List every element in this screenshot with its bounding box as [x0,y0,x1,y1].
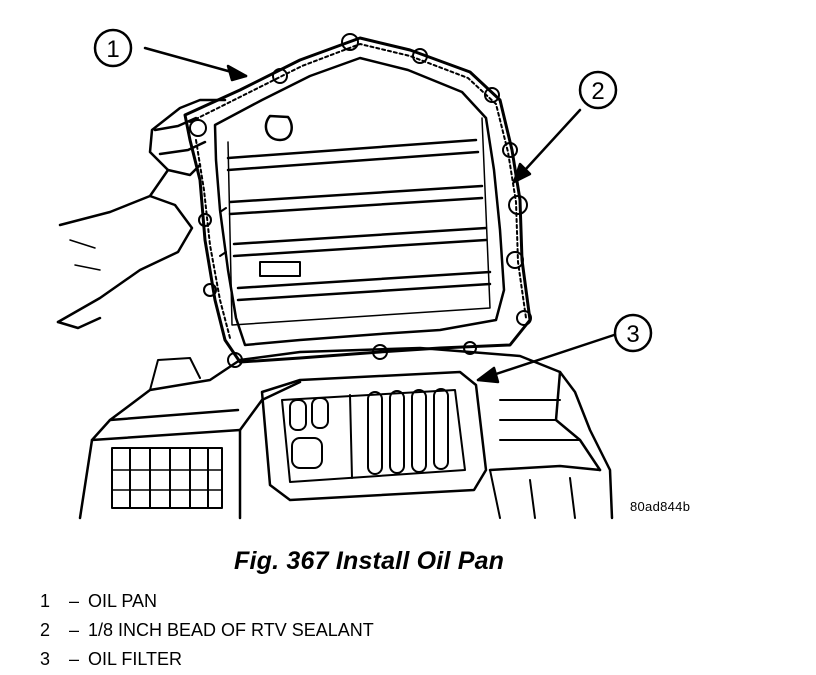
legend-dash: – [68,591,79,611]
legend-label: 1/8 INCH BEAD OF RTV SEALANT [88,620,374,640]
callout-circle-3 [613,313,653,353]
oil-pan-illustration: 1 2 3 [56,28,653,520]
legend-item: 2–1/8 INCH BEAD OF RTV SEALANT [40,617,374,646]
callout-circle-1 [93,28,133,68]
legend-item: 1–OIL PAN [40,588,374,617]
legend-number: 3 [40,649,51,669]
oil-pan [183,36,532,364]
rtv-sealant-bead [189,33,532,368]
legend-number: 2 [40,620,51,640]
callout-number-1: 1 [106,36,119,63]
callout-leaders [143,46,616,384]
transmission-case [78,346,614,520]
figure-reference-code: 80ad844b [630,499,691,514]
oil-filter [260,370,488,502]
legend-dash: – [68,620,79,640]
callout-number-2: 2 [591,78,604,105]
legend-label: OIL FILTER [88,649,183,669]
legend-item: 3–OIL FILTER [40,646,374,675]
callout-legend: 1–OIL PAN 2–1/8 INCH BEAD OF RTV SEALANT… [40,588,374,675]
callout-circles [93,28,653,353]
legend-dash: – [68,649,79,669]
legend-label: OIL PAN [88,591,158,611]
callout-number-3: 3 [626,321,639,348]
callout-circle-2 [578,70,618,110]
hand [56,98,227,330]
figure-caption: Fig. 367 Install Oil Pan [234,547,505,575]
legend-number: 1 [40,591,51,611]
